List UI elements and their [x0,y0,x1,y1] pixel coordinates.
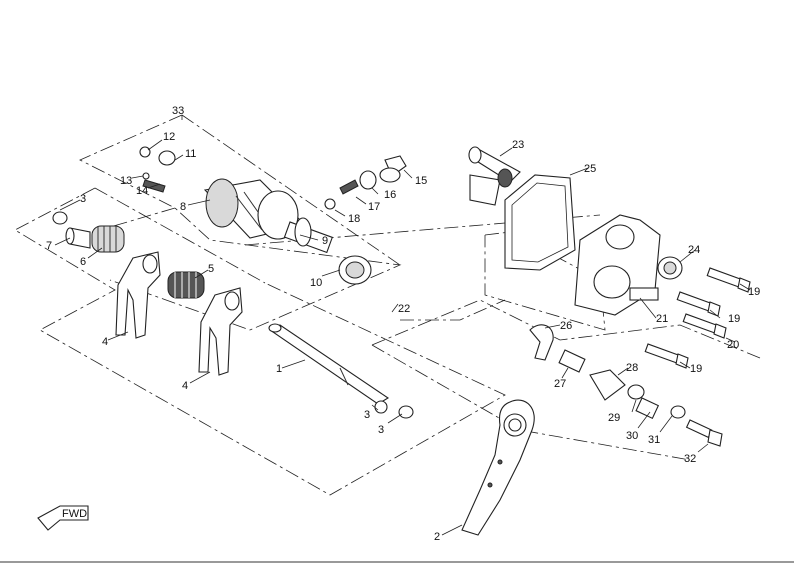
callout-32: 32 [684,453,696,465]
callout-14: 14 [136,185,148,197]
bearing [338,255,372,285]
bushing-and-spring [65,225,125,253]
circlip-parts [52,211,414,419]
callout-17: 17 [368,201,380,213]
callouts: 1 2 3 3 3 4 4 5 6 7 8 9 10 11 12 13 14 1… [46,105,760,543]
shift-parts-26-31 [529,324,686,420]
callout-16: 16 [384,189,396,201]
lever-bolt [685,419,723,447]
small-parts-15-18 [324,155,407,210]
group-outline-22 [14,187,506,496]
cover-gasket [504,174,576,271]
callout-10: 10 [310,277,322,289]
shift-fork-right [198,287,243,376]
callout-3a: 3 [80,193,86,205]
callout-27: 27 [554,378,566,390]
callout-24: 24 [688,244,700,256]
callout-28: 28 [626,362,638,374]
small-parts-11-14 [139,146,176,193]
callout-26: 26 [560,320,572,332]
callout-30: 30 [626,430,638,442]
callout-25: 25 [584,163,596,175]
callout-19a: 19 [748,286,760,298]
callout-3c: 3 [378,424,384,436]
callout-4b: 4 [182,380,188,392]
callout-6: 6 [80,256,86,268]
callout-1: 1 [276,363,282,375]
callout-23: 23 [512,139,524,151]
callout-29: 29 [608,412,620,424]
leader-lines [54,115,751,536]
callout-2: 2 [434,531,440,543]
gear-shaft [468,146,521,206]
callout-15: 15 [415,175,427,187]
callout-9: 9 [322,235,328,247]
callout-13: 13 [120,175,132,187]
callout-18: 18 [348,213,360,225]
fwd-label: FWD [62,508,87,520]
shift-cover [574,214,661,316]
shift-lever [461,399,535,536]
callout-7: 7 [46,240,52,252]
callout-12: 12 [163,131,175,143]
callout-31: 31 [648,434,660,446]
shift-shaft [268,323,390,405]
callout-3b: 3 [364,409,370,421]
callout-20: 20 [727,339,739,351]
group-outline-33 [79,114,402,331]
callout-21: 21 [656,313,668,325]
callout-8: 8 [180,201,186,213]
callout-5: 5 [208,263,214,275]
callout-22: 22 [398,303,410,315]
shift-fork-left [115,251,161,339]
oil-seal [657,256,683,280]
callout-11: 11 [185,148,196,160]
callout-33: 33 [172,105,184,117]
shift-drum [203,178,333,254]
shift-fork-spring [167,271,205,299]
callout-19b: 19 [728,313,740,325]
callout-19c: 19 [690,363,702,375]
callout-4a: 4 [102,336,108,348]
fwd-arrow-icon: FWD [37,505,89,531]
